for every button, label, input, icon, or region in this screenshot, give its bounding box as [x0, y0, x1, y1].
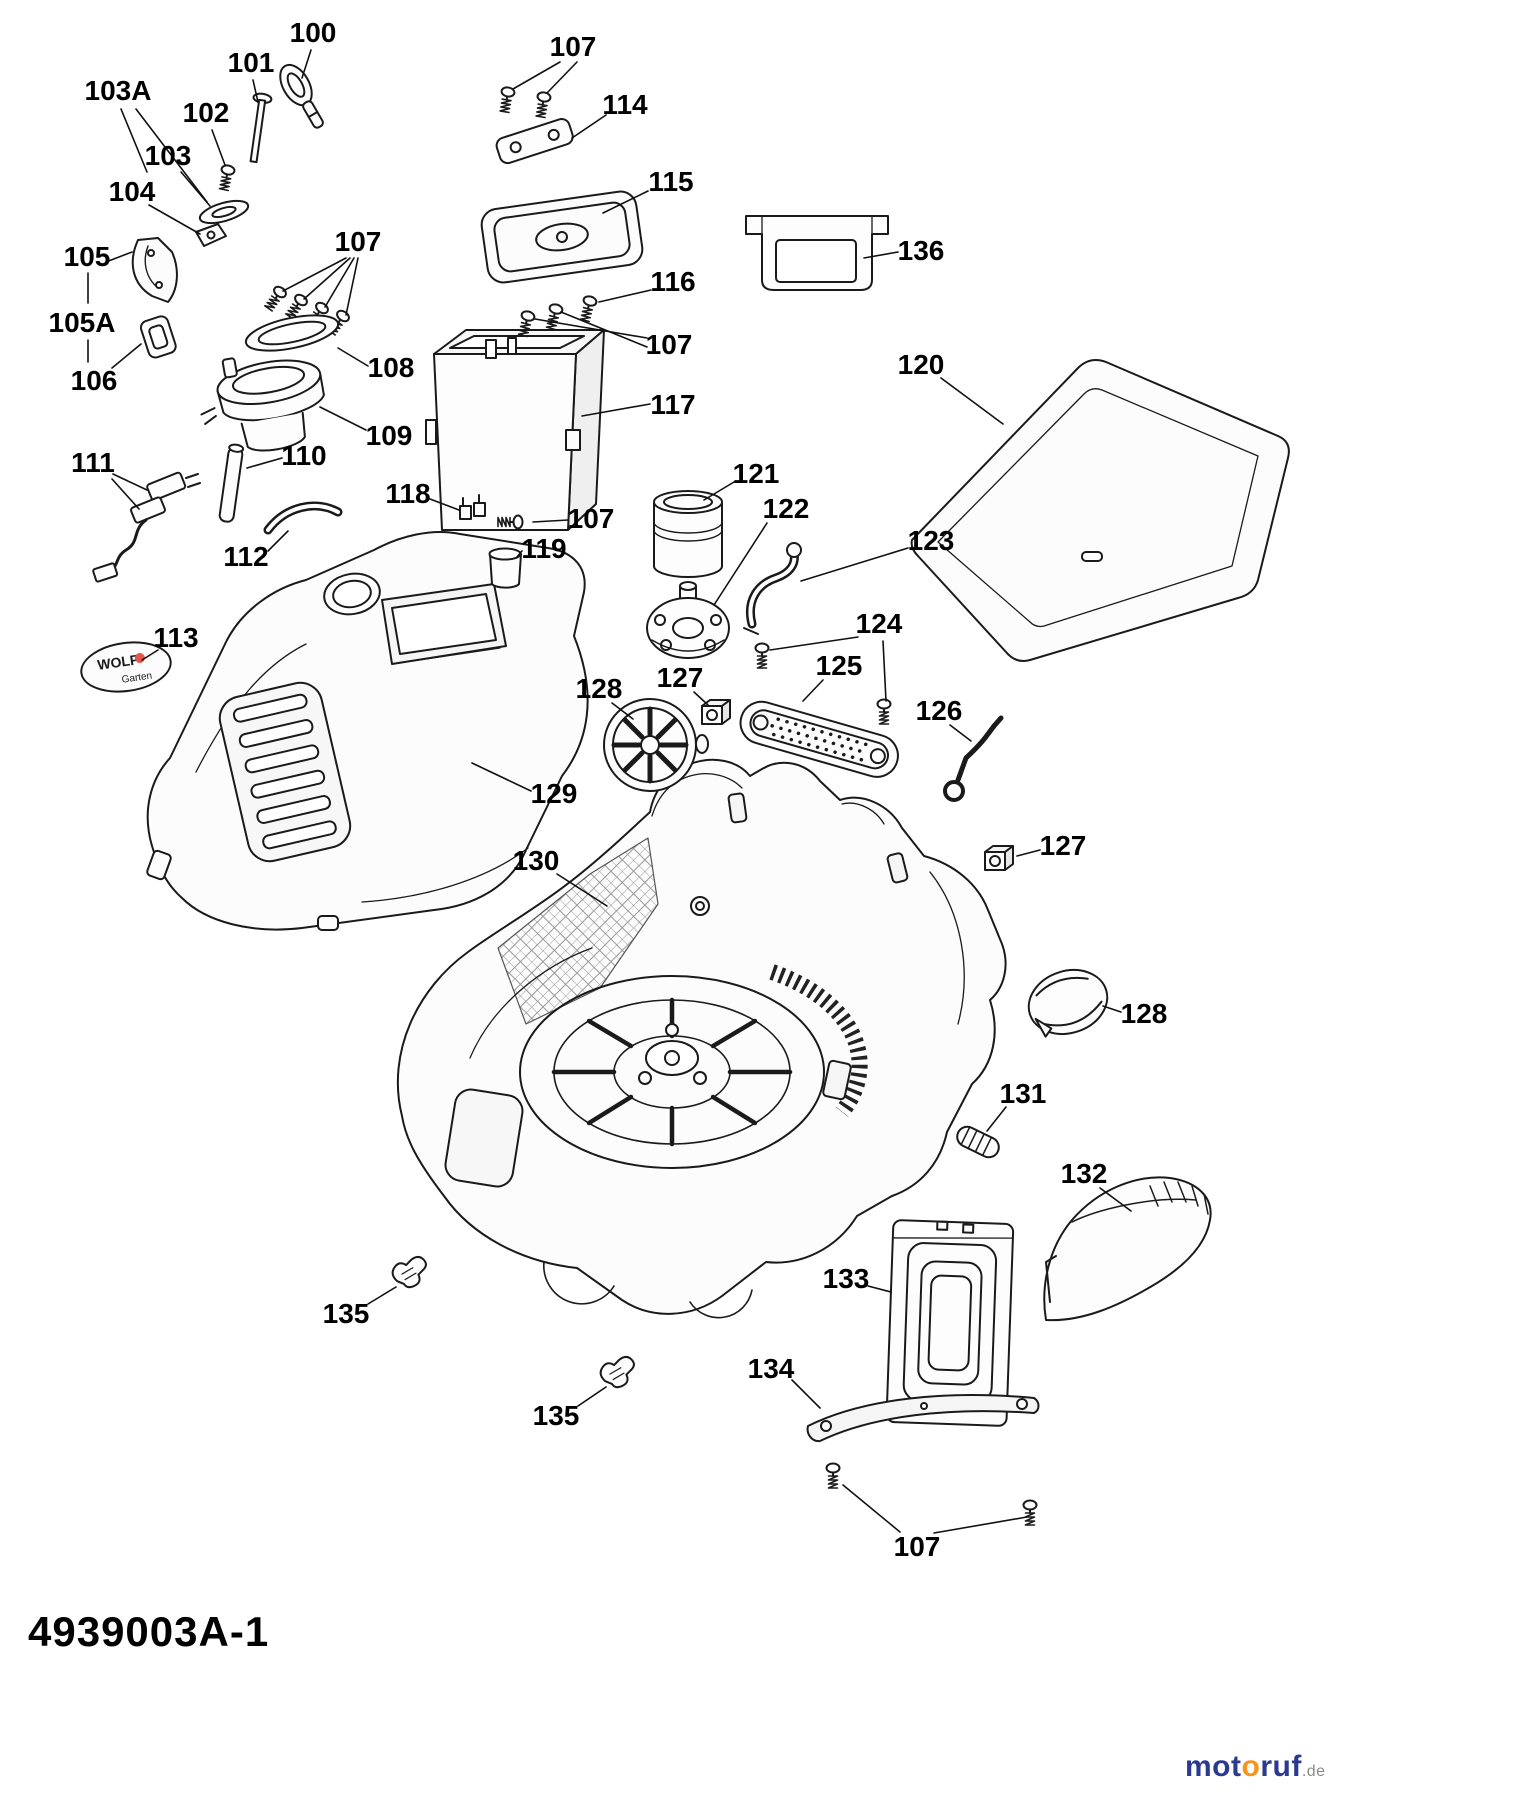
block-106 — [139, 315, 177, 359]
cover-115 — [480, 190, 644, 284]
clip-135 — [389, 1254, 431, 1292]
bracket-104 — [195, 223, 227, 247]
deck-housing-130 — [396, 758, 1007, 1319]
diagram-number: 4939003A-1 — [28, 1608, 270, 1655]
lever-123 — [743, 542, 802, 635]
plate-103 — [198, 199, 250, 225]
ring-108 — [244, 314, 340, 352]
toothed-segment — [769, 964, 868, 1117]
wheel-128 — [603, 698, 709, 792]
badge-sub-text: Garten — [121, 671, 153, 686]
pin-131 — [956, 1125, 1000, 1159]
plate-114 — [495, 118, 574, 165]
hub-122 — [646, 581, 730, 659]
key-100 — [279, 63, 324, 129]
bar-134 — [806, 1394, 1040, 1443]
watermark-text: mot — [1185, 1750, 1242, 1783]
screw-107 — [262, 283, 289, 314]
badge-brand-text: WOLF — [96, 651, 139, 673]
pin-101 — [249, 92, 273, 164]
watermark-text: .de — [1301, 1763, 1326, 1780]
leader-lines — [87, 49, 1132, 1534]
cable-112 — [263, 501, 343, 535]
nut-127 — [984, 845, 1014, 871]
screw-124 — [876, 698, 892, 725]
screw-102 — [216, 163, 237, 192]
screw-116 — [577, 293, 599, 324]
screw-107 — [497, 514, 524, 530]
box-117 — [425, 329, 605, 531]
clip-135 — [597, 1354, 639, 1392]
watermark-text: ruf — [1260, 1750, 1302, 1783]
screw-107 — [497, 85, 517, 114]
motor-hood-129 — [146, 531, 589, 931]
strap-105 — [131, 237, 178, 303]
cover-132 — [1043, 1176, 1212, 1322]
cable-plug-111 — [92, 471, 201, 583]
rear-flap-120 — [910, 359, 1290, 662]
screw-107 — [825, 1462, 841, 1489]
blade-chamber-ribs — [551, 997, 793, 1147]
watermark-logo: motoruf.de — [1185, 1750, 1326, 1784]
brand-badge-113: WOLF Garten — [80, 641, 172, 693]
cap-119 — [488, 547, 522, 589]
tool-126 — [943, 715, 1004, 802]
handle-125 — [739, 700, 899, 778]
watermark-text: o — [1241, 1750, 1261, 1783]
vent-grille — [218, 681, 352, 863]
screw-124 — [754, 642, 770, 669]
screw-107 — [533, 90, 553, 119]
hubcap-128 — [1027, 969, 1109, 1038]
switch-housing-109 — [200, 357, 325, 452]
tray-136 — [745, 215, 889, 291]
shaft-110 — [218, 443, 245, 523]
screw-107 — [543, 301, 565, 332]
screw-107 — [1022, 1499, 1038, 1526]
adapter-121 — [653, 490, 723, 578]
connector-118 — [459, 494, 486, 520]
